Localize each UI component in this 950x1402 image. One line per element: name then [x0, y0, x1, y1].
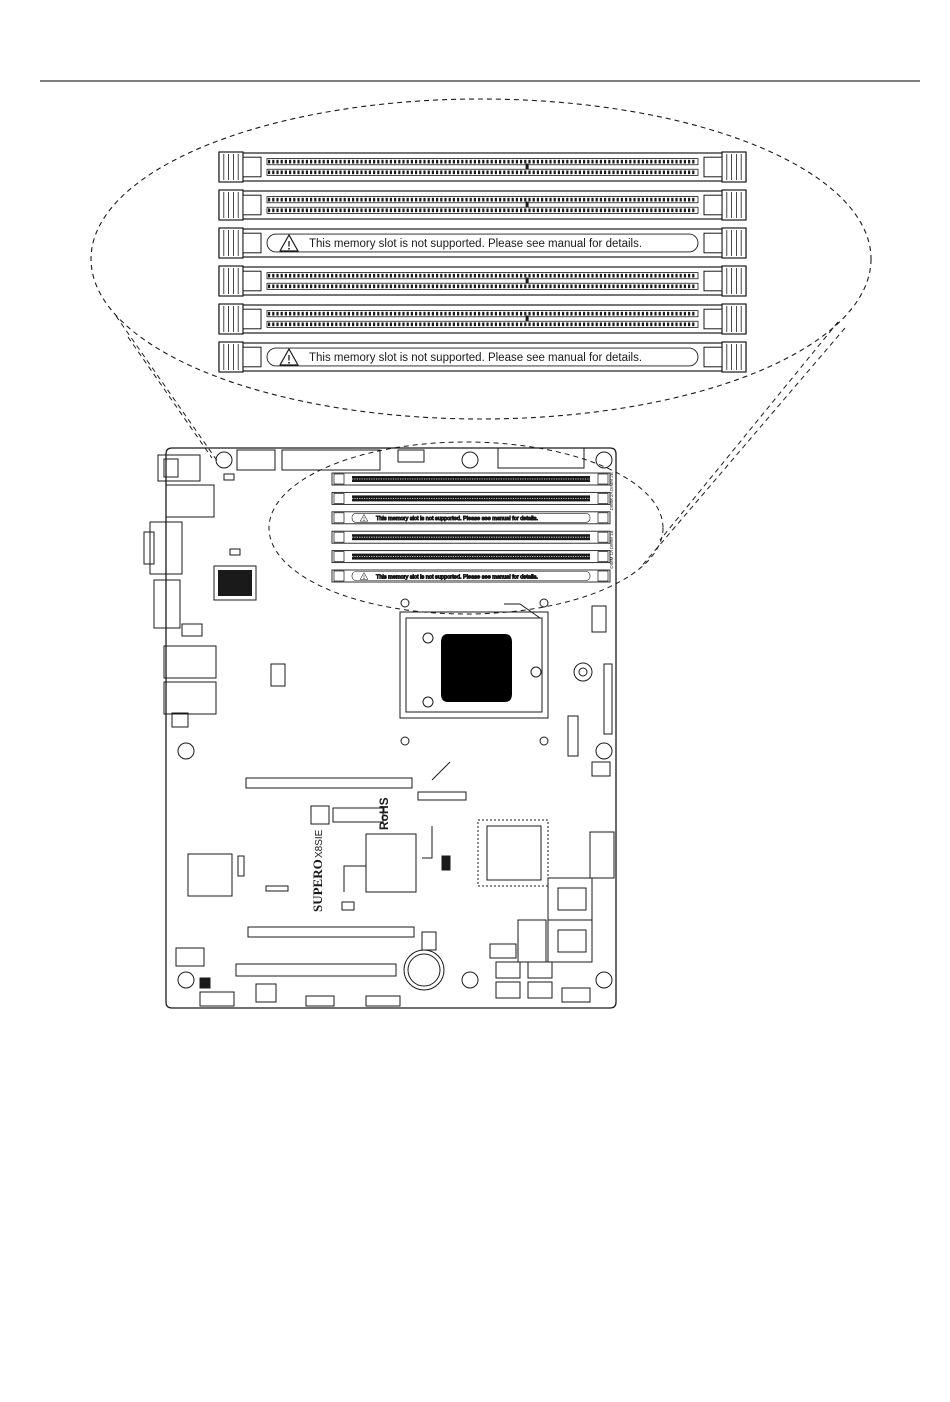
board-outline — [165, 447, 617, 1009]
board-dimm-label-3: DIMM 1B — [609, 530, 614, 549]
board-brand: SUPERO — [310, 859, 325, 912]
storage-connectors — [489, 877, 593, 1003]
board-slot-6: This memory slot is not supported. Pleas… — [331, 569, 611, 583]
board-slot-3: This memory slot is not supported. Pleas… — [331, 511, 611, 525]
callout-slot-6: This memory slot is not supported. Pleas… — [218, 341, 747, 373]
chipset-pch — [365, 833, 417, 893]
callout-dimm-slots: This memory slot is not supported. Pleas… — [218, 151, 747, 373]
expansion-slots — [235, 777, 467, 977]
board-slot-5 — [331, 550, 611, 564]
board-model: X8SIE — [314, 829, 325, 858]
callout-slot-5 — [218, 303, 747, 335]
board-slot-2 — [331, 491, 611, 505]
board-dimm-slots: This memory slot is not supported. Pleas… — [331, 472, 611, 583]
board-dimm-highlight — [268, 441, 664, 615]
callout-slot-2 — [218, 189, 747, 221]
callout-slot-3: This memory slot is not supported. Pleas… — [218, 227, 747, 259]
mounting-holes — [177, 451, 613, 989]
callout-ellipse — [90, 98, 872, 420]
board-unsupported-notice-3: This memory slot is not supported. Pleas… — [376, 516, 538, 522]
cmos-battery — [403, 949, 445, 991]
cpu-socket — [399, 603, 549, 719]
callout-slot-1 — [218, 151, 747, 183]
callout-unsupported-notice-3: This memory slot is not supported. Pleas… — [309, 238, 642, 250]
chip-io — [213, 565, 257, 601]
board-slot-4 — [331, 530, 611, 544]
board-slot-1 — [331, 472, 611, 486]
callout-unsupported-notice-6: This memory slot is not supported. Pleas… — [309, 352, 642, 364]
board-unsupported-notice-6: This memory slot is not supported. Pleas… — [376, 574, 538, 580]
board-dimm-label-4: DIMM 1A — [609, 550, 614, 569]
rear-io-ports — [143, 454, 217, 715]
board-dimm-label-1: DIMM 2B — [609, 472, 614, 491]
callout-leader-lines — [115, 315, 846, 569]
board-rohs: RoHS — [377, 797, 391, 830]
motherboard: This memory slot is not supported. Pleas… — [143, 441, 664, 1009]
chipset-bmc — [486, 825, 542, 881]
board-dimm-label-2: DIMM 2A — [609, 492, 614, 511]
callout-slot-4 — [218, 265, 747, 297]
